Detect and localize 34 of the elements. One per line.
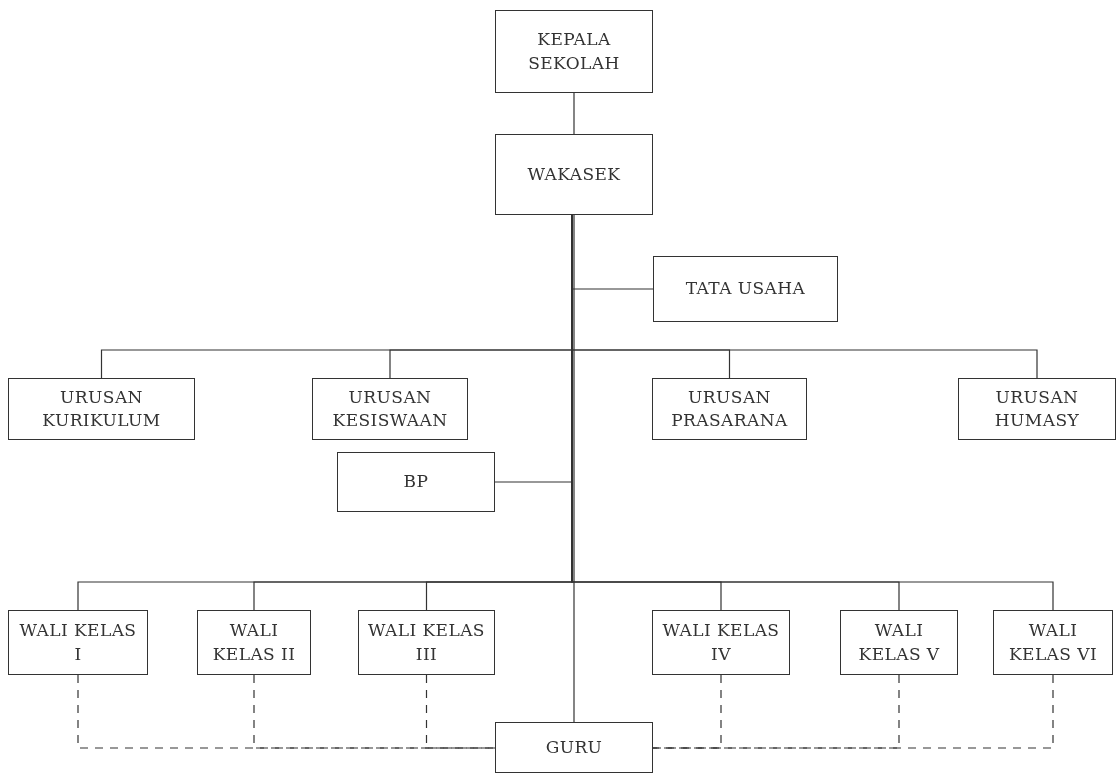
box-label: URUSAN HUMASY <box>993 385 1081 432</box>
box-label: GURU <box>545 735 603 759</box>
box-label: WALI KELAS II <box>211 619 297 666</box>
connector-line <box>425 674 496 749</box>
org-box <box>337 452 495 512</box>
org-box <box>652 378 807 440</box>
box-label: BP <box>403 470 429 494</box>
org-box <box>993 610 1113 675</box>
box-label: KEPALA SEKOLAH <box>527 28 621 75</box>
connector-line <box>652 674 1054 749</box>
box-label: WALI KELAS V <box>857 619 941 666</box>
box-label: WALI KELAS VI <box>1007 619 1099 666</box>
org-box <box>197 610 311 675</box>
org-box <box>495 722 653 773</box>
box-label: URUSAN PRASARANA <box>670 385 789 432</box>
org-box <box>958 378 1116 440</box>
box-label: WALI KELAS IV <box>661 619 781 666</box>
connector-line <box>573 92 575 135</box>
connector-line <box>573 214 575 723</box>
org-box <box>652 610 790 675</box>
org-box <box>495 10 653 93</box>
box-label: URUSAN KESISWAAN <box>331 385 449 432</box>
box-label: TATA USAHA <box>685 277 806 301</box>
org-box <box>653 256 838 322</box>
box-label: WALI KELAS III <box>367 619 486 666</box>
org-box <box>312 378 468 440</box>
org-box <box>8 378 195 440</box>
org-box <box>358 610 495 675</box>
org-box <box>8 610 148 675</box>
box-label: WAKASEK <box>527 162 621 186</box>
org-box <box>495 134 653 215</box>
org-box <box>840 610 958 675</box>
box-label: WALI KELAS I <box>18 619 138 666</box>
box-label: URUSAN KURIKULUM <box>41 385 162 432</box>
